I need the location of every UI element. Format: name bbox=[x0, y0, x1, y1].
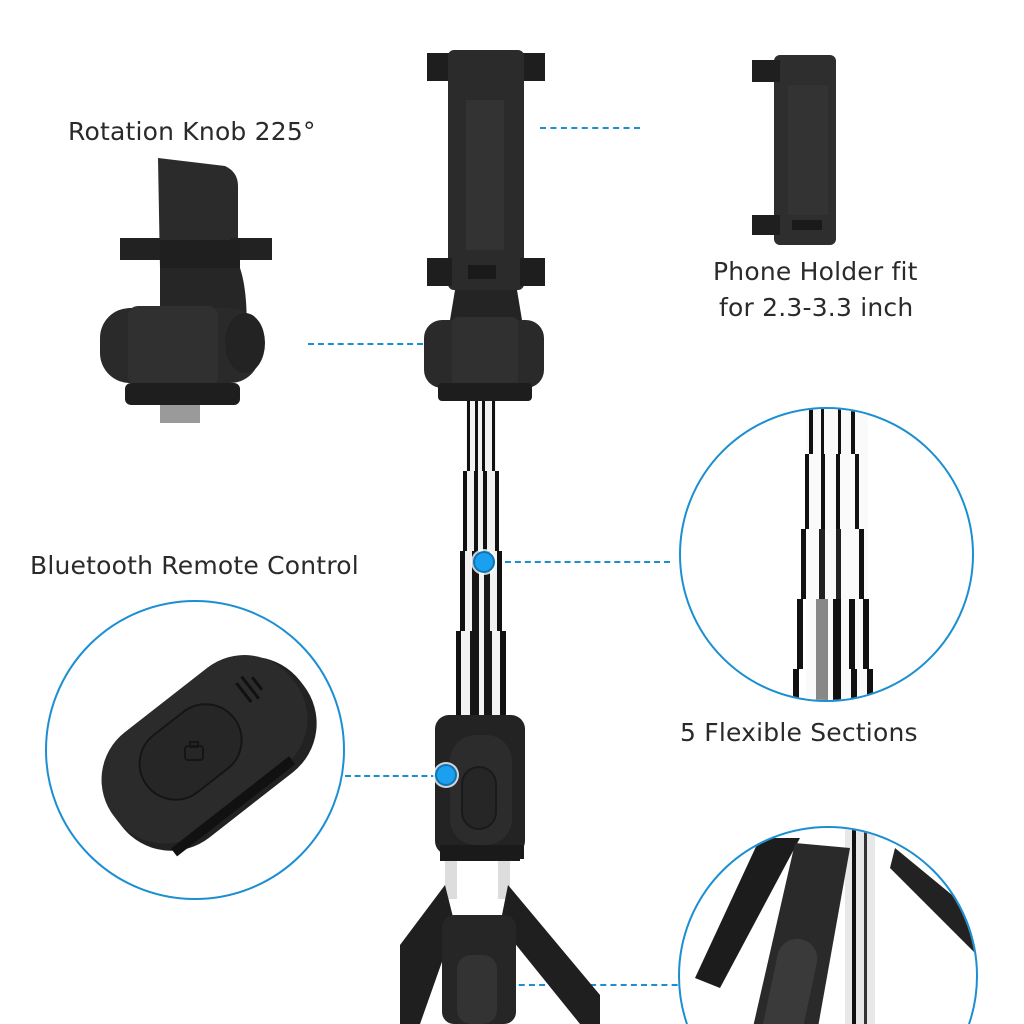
rotation-knob-image bbox=[100, 158, 280, 423]
flexible-sections-label: 5 Flexible Sections bbox=[680, 718, 918, 747]
tripod-legs-detail-circle bbox=[678, 826, 978, 1024]
rotation-knob-label: Rotation Knob 225° bbox=[68, 117, 316, 146]
phone-holder-label-line1: Phone Holder fit bbox=[713, 257, 918, 286]
rotation-knob-callout-line bbox=[308, 343, 423, 345]
flexible-sections-detail-circle bbox=[679, 407, 974, 702]
phone-holder-callout-line bbox=[540, 127, 640, 129]
remote-callout-line bbox=[345, 775, 437, 777]
phone-holder-image bbox=[752, 55, 842, 247]
camera-shutter-icon bbox=[184, 741, 204, 761]
selfie-stick-tripod-image bbox=[400, 45, 600, 1024]
phone-holder-label-line2: for 2.3-3.3 inch bbox=[719, 293, 914, 322]
sections-callout-line bbox=[495, 561, 670, 563]
remote-callout-dot-icon bbox=[437, 766, 455, 784]
bluetooth-remote-label: Bluetooth Remote Control bbox=[30, 551, 359, 580]
bluetooth-remote-detail-circle bbox=[45, 600, 345, 900]
sections-callout-dot-icon bbox=[475, 553, 493, 571]
